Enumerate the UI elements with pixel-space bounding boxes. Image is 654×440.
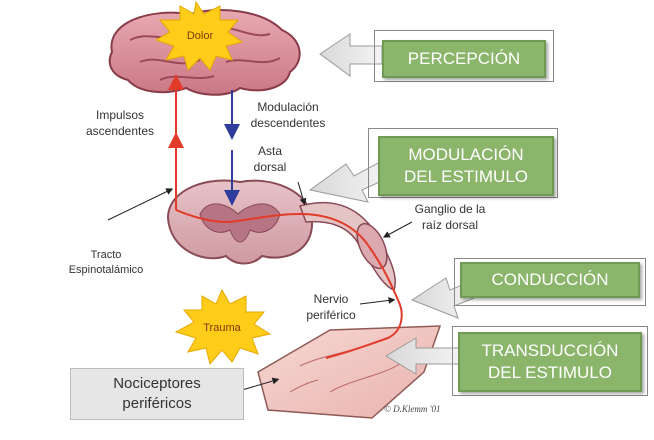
- stage-transduccion-label-2: DEL ESTIMULO: [487, 363, 613, 382]
- nociceptores-box: Nociceptores periféricos: [70, 368, 244, 420]
- ganglio-leader: [382, 221, 413, 238]
- asta-label-2: dorsal: [253, 160, 287, 174]
- dolor-label: Dolor: [186, 30, 214, 42]
- asta-label-1: Asta: [257, 144, 282, 158]
- impulsos-label-1: Impulsos: [95, 108, 145, 122]
- peripheral-nerve-fiber: [175, 209, 403, 359]
- nervio-label-1: Nervio: [313, 292, 349, 306]
- stage-modulacion-label-2: DEL ESTIMULO: [403, 167, 529, 186]
- stage-transduccion-label-1: TRANSDUCCIÓN: [481, 341, 619, 360]
- stage-modulacion: MODULACIÓN DEL ESTIMULO: [378, 136, 554, 196]
- ganglio-label-1: Ganglio de la: [414, 202, 486, 216]
- nociceptores-leader: [241, 377, 280, 391]
- tracto-label-1: Tracto: [90, 249, 122, 261]
- tracto-leader: [107, 188, 174, 221]
- skin-tissue: [257, 325, 442, 419]
- arrow-percepcion: [319, 33, 383, 77]
- stage-percepcion-label: PERCEPCIÓN: [407, 49, 521, 68]
- stage-modulacion-label-1: MODULACIÓN: [408, 145, 524, 164]
- tracto-label-2: Espinotalámico: [68, 264, 144, 276]
- stage-conduccion: CONDUCCIÓN: [460, 262, 640, 298]
- nociceptores-label-2: periféricos: [122, 395, 192, 412]
- modulacion-desc-label-1: Modulación: [257, 100, 319, 114]
- modulacion-desc-label-2: descendentes: [250, 116, 326, 130]
- transduccion-frame: [452, 326, 648, 396]
- percepcion-frame: [374, 30, 554, 82]
- trauma-label: Trauma: [203, 322, 241, 334]
- trauma-burst-icon: [174, 288, 272, 366]
- credit-text: © D.Klemm '01: [384, 404, 441, 414]
- impulsos-label-2: ascendentes: [85, 124, 155, 138]
- stage-percepcion: PERCEPCIÓN: [382, 40, 546, 78]
- ganglio-label-2: raíz dorsal: [421, 218, 479, 232]
- nervio-leader: [359, 296, 396, 305]
- spinal-cord: [166, 179, 314, 265]
- modulacion-frame: [368, 128, 558, 198]
- nociceptores-label-1: Nociceptores: [113, 375, 201, 392]
- stage-conduccion-label: CONDUCCIÓN: [491, 270, 609, 289]
- pain-burst-icon: [154, 0, 244, 71]
- stage-transduccion: TRANSDUCCIÓN DEL ESTIMULO: [458, 332, 642, 392]
- conduccion-frame: [454, 258, 646, 306]
- nervio-label-2: periférico: [306, 308, 356, 322]
- asta-leader: [297, 181, 307, 206]
